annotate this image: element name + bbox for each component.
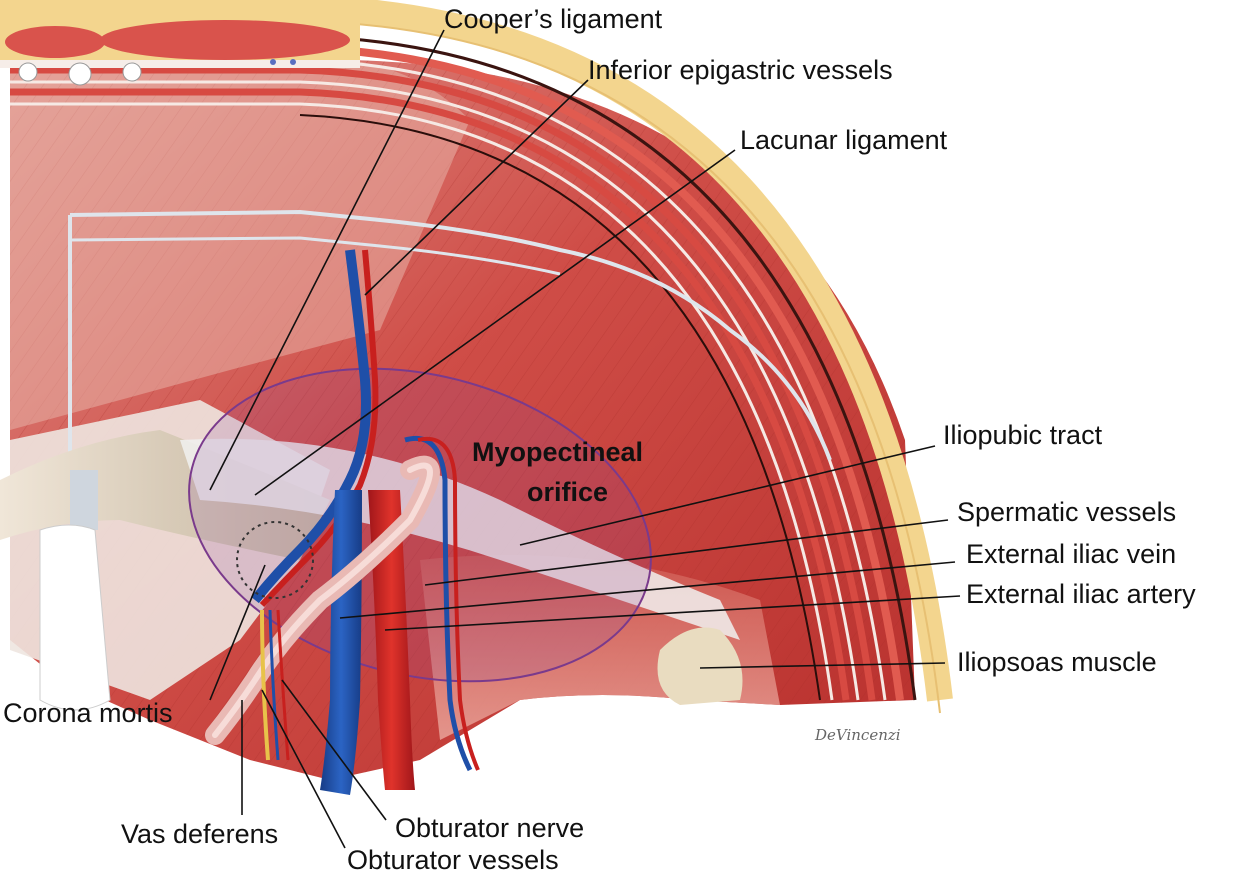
- iliopubic-tract: [180, 438, 740, 640]
- label-iliopubic-tract: Iliopubic tract: [943, 420, 1103, 450]
- label-corona-mortis: Corona mortis: [3, 698, 173, 728]
- label-orifice: orifice: [527, 477, 608, 507]
- label-vas-deferens: Vas deferens: [121, 819, 278, 849]
- iliopsoas-bone: [657, 627, 743, 705]
- artist-signature: DeVincenzi: [814, 726, 901, 744]
- label-external-iliac-artery: External iliac artery: [966, 579, 1196, 609]
- labels: Cooper’s ligament Inferior epigastric ve…: [3, 4, 1196, 875]
- external-iliac-artery: [368, 490, 415, 790]
- spermatic-vessels: [404, 436, 480, 772]
- rectus-sheath: [0, 0, 360, 86]
- label-obturator-nerve: Obturator nerve: [395, 813, 584, 843]
- label-iliopsoas-muscle: Iliopsoas muscle: [957, 647, 1157, 677]
- label-coopers-ligament: Cooper’s ligament: [444, 4, 663, 34]
- corona-mortis-circle: [236, 521, 314, 599]
- label-myopectineal: Myopectineal: [472, 437, 643, 467]
- label-obturator-vessels: Obturator vessels: [347, 845, 559, 875]
- fascial-fold-lower: [69, 236, 561, 276]
- label-lacunar-ligament: Lacunar ligament: [740, 125, 948, 155]
- inferior-epigastric-vessels: [251, 249, 379, 608]
- pubic-bone: [0, 430, 330, 711]
- fascial-fold: [69, 209, 832, 461]
- label-external-iliac-vein: External iliac vein: [966, 539, 1176, 569]
- label-spermatic-vessels: Spermatic vessels: [957, 497, 1176, 527]
- wall-layers: [10, 0, 953, 714]
- vas-deferens-highlight: [212, 462, 433, 738]
- leader-lines: [209, 29, 961, 849]
- obturator-bundle: [260, 609, 290, 761]
- label-inferior-epigastric-vessels: Inferior epigastric vessels: [588, 55, 893, 85]
